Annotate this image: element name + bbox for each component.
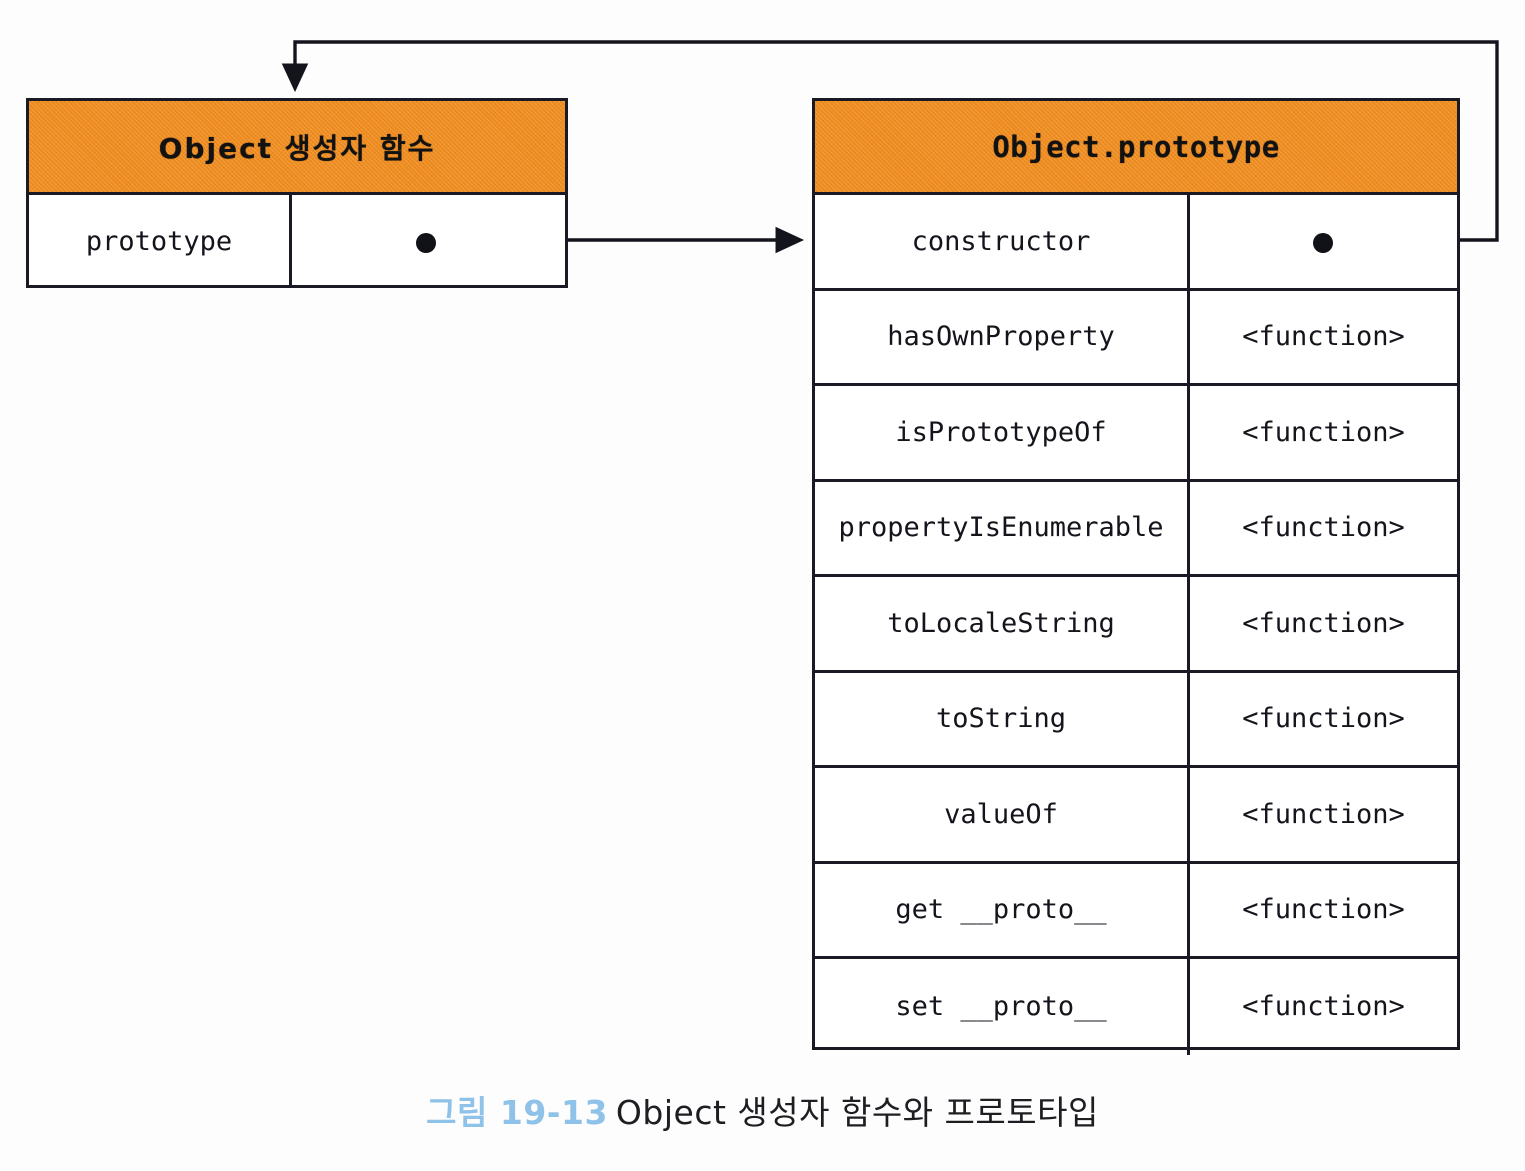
property-value-constructor [1190,195,1457,288]
property-key-tolocalestring: toLocaleString [815,577,1190,670]
property-value-set-proto: <function> [1242,991,1405,1023]
property-key-set-proto: set __proto__ [815,959,1190,1055]
property-key-isprototypeof: isPrototypeOf [815,386,1190,479]
property-value-get-proto: <function> [1242,894,1405,926]
property-key-hasownproperty: hasOwnProperty [815,290,1190,383]
table-row: toLocaleString <function> [815,577,1457,673]
property-key-get-proto: get __proto__ [815,863,1190,956]
table-row: constructor [815,195,1457,291]
figure-number: 그림 19-13 [426,1093,608,1132]
property-key-valueof: valueOf [815,768,1190,861]
reference-dot [416,233,436,253]
table-row: get __proto__ <function> [815,863,1457,959]
property-value-hasownproperty: <function> [1242,321,1405,353]
table-row: set __proto__ <function> [815,959,1457,1055]
property-key-constructor: constructor [815,195,1190,288]
property-key-prototype: prototype [29,195,292,288]
table-row: prototype [29,195,565,288]
table-row: toString <function> [815,672,1457,768]
object-constructor-function-box: Object 생성자 함수 prototype [26,98,568,288]
table-row: propertyIsEnumerable <function> [815,481,1457,577]
object-prototype-box: Object.prototype constructor hasOwnPrope… [812,98,1460,1055]
table-row: valueOf <function> [815,768,1457,864]
property-key-tostring: toString [815,672,1190,765]
figure-caption-text: Object 생성자 함수와 프로토타입 [615,1093,1099,1132]
property-value-propertyisenumerable: <function> [1242,512,1405,544]
reference-dot [1313,233,1333,253]
object-prototype-title: Object.prototype [815,101,1457,195]
property-value-prototype [292,195,565,288]
table-row: hasOwnProperty <function> [815,290,1457,386]
property-value-tostring: <function> [1242,703,1405,735]
property-value-valueof: <function> [1242,798,1405,830]
property-value-tolocalestring: <function> [1242,607,1405,639]
property-key-propertyisenumerable: propertyIsEnumerable [815,481,1190,574]
object-constructor-function-title: Object 생성자 함수 [29,101,565,195]
property-value-isprototypeof: <function> [1242,416,1405,448]
table-row: isPrototypeOf <function> [815,386,1457,482]
